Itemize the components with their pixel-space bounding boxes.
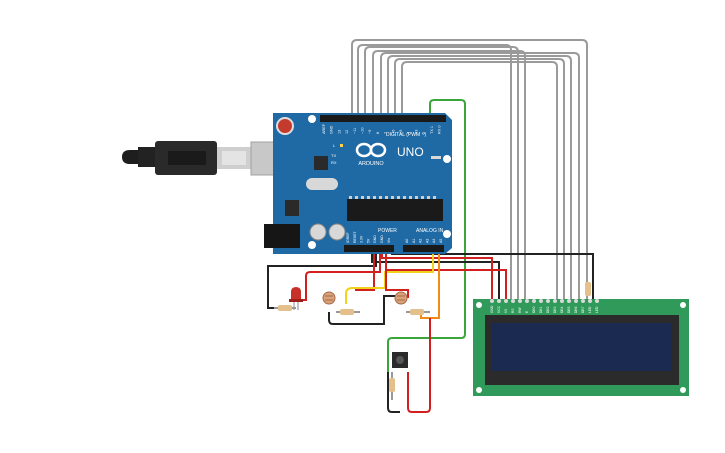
arduino.power_pins-pin-label: GND: [380, 235, 384, 243]
lcd.pin_labels-pin-label: DB3: [553, 306, 557, 313]
dc-jack: [264, 224, 300, 248]
lcd.pin_labels-pin-label: DB2: [546, 306, 550, 313]
lcd.pin_labels-pin-label: DB6: [574, 306, 578, 313]
arduino.power_pins-pin-label: 5V: [366, 238, 370, 243]
lcd-power-wires: [371, 250, 594, 300]
arduino.digital_pins-pin-label: ~6: [391, 130, 395, 134]
photoresistor-icon[interactable]: [322, 291, 336, 305]
arduino.analog_pins-pin-label: A0: [405, 239, 409, 243]
lcd.pin_labels-pin-label: E: [525, 310, 529, 313]
digital-header-label: DIGITAL (PWM ~): [386, 132, 426, 138]
arduino.digital_pins-pin-label: 4: [407, 132, 411, 134]
lcd.pin_labels-pin-label: V0: [504, 309, 508, 313]
arduino.analog_pins-pin-label: A1: [412, 239, 416, 243]
arduino.digital_pins-pin-label: GND: [330, 125, 334, 134]
arduino.digital_pins-pin-label: ~3: [414, 130, 418, 134]
led-label-tx: TX: [331, 153, 336, 158]
gray-data-wires: [351, 39, 588, 300]
lcd.pin_labels-pin-label: DB1: [539, 306, 543, 313]
pushbutton-icon[interactable]: [392, 352, 408, 368]
led-label-l: L: [333, 143, 336, 148]
lcd.pin_labels-pin-label: LED: [595, 306, 599, 313]
lcd.pin_labels-pin-label: GND: [490, 305, 494, 313]
lcd.pin_labels-pin-label: DB0: [532, 306, 536, 313]
brand-label: ARDUINO: [358, 161, 384, 167]
arduino.power_pins-pin-label: Vin: [387, 238, 391, 243]
arduino.digital_pins-pin-label: ~10: [361, 128, 365, 134]
digital-header[interactable]: [320, 115, 446, 122]
green-wire: [387, 99, 466, 372]
arduino.digital_pins-pin-label: 13: [337, 130, 341, 134]
arduino.digital_pins-pin-label: 12: [345, 130, 349, 134]
power-header-label: POWER: [378, 228, 397, 234]
usb-plug-icon: [122, 141, 289, 176]
power-header[interactable]: [344, 245, 394, 252]
resistor-led: [274, 305, 296, 311]
arduino-logo: ARDUINO UNO: [355, 142, 424, 167]
photoresistor-icon[interactable]: [394, 291, 408, 305]
arduino.digital_pins-pin-label: ~5: [399, 130, 403, 134]
analog-header[interactable]: [403, 245, 444, 252]
arduino.digital_pins-pin-label: 8: [376, 132, 380, 134]
arduino.power_pins-pin-label: 3.3V: [360, 235, 364, 243]
microcontroller-chip: [347, 199, 443, 221]
lcd-screen: [491, 323, 671, 371]
arduino.digital_pins-pin-label: ~11: [353, 128, 357, 134]
led-label-rx: RX: [331, 160, 337, 165]
lcd-display[interactable]: [473, 299, 689, 396]
lcd.pin_labels-pin-label: RS: [511, 308, 515, 313]
lcd.pin_labels-pin-label: DB4: [560, 306, 564, 313]
arduino.power_pins-pin-label: RESET: [353, 230, 357, 243]
model-label: UNO: [397, 145, 424, 159]
arduino-uno-board[interactable]: ARDUINO UNO L TX RX DIGITAL (PWM ~) POWE…: [264, 113, 452, 254]
lcd.pin_labels-pin-label: DB7: [581, 306, 585, 313]
arduino.digital_pins-pin-label: 2: [422, 132, 426, 134]
arduino.power_pins-pin-label: IOREF: [346, 232, 350, 243]
resistor-ldr2: [406, 309, 430, 315]
resistor-lcd-backlight: [585, 282, 591, 296]
red-led-icon[interactable]: [289, 287, 303, 310]
arduino.digital_pins-pin-label: RX 0: [438, 126, 442, 134]
arduino.power_pins-pin-label: GND: [373, 235, 377, 243]
reset-button[interactable]: [276, 117, 294, 135]
lcd.pin_labels-pin-label: DB5: [567, 306, 571, 313]
lcd.pin_labels-pin-label: RW: [518, 307, 522, 313]
sensor-wires: [267, 250, 440, 413]
arduino.analog_pins-pin-label: A3: [425, 239, 429, 243]
lcd.pin_labels-pin-label: VCC: [497, 305, 501, 313]
arduino.digital_pins-pin-label: AREF: [322, 123, 326, 134]
arduino.analog_pins-pin-label: A2: [419, 239, 423, 243]
analog-header-label: ANALOG IN: [416, 228, 444, 234]
resistor-button: [389, 372, 395, 400]
arduino.analog_pins-pin-label: A5: [439, 239, 443, 243]
arduino.analog_pins-pin-label: A4: [432, 239, 436, 243]
arduino.digital_pins-pin-label: TX 1: [430, 126, 434, 134]
lcd.pin_labels-pin-label: LED: [588, 306, 592, 313]
arduino.digital_pins-pin-label: 7: [384, 132, 388, 134]
arduino.digital_pins-pin-label: ~9: [368, 130, 372, 134]
resistor-ldr1: [336, 309, 360, 315]
